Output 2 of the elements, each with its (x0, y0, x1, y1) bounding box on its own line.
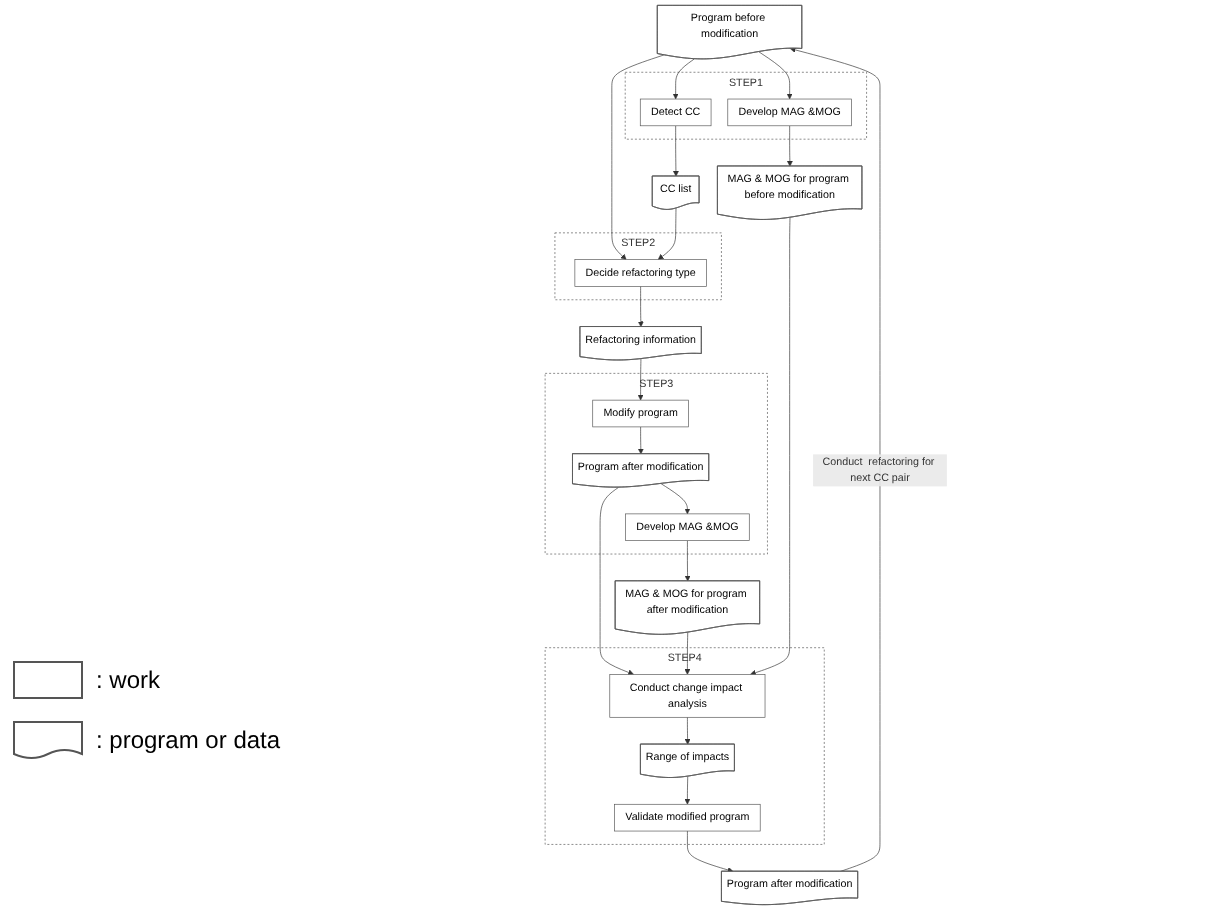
legend-text: : program or data (96, 726, 281, 754)
legend-text: : work (96, 666, 161, 694)
